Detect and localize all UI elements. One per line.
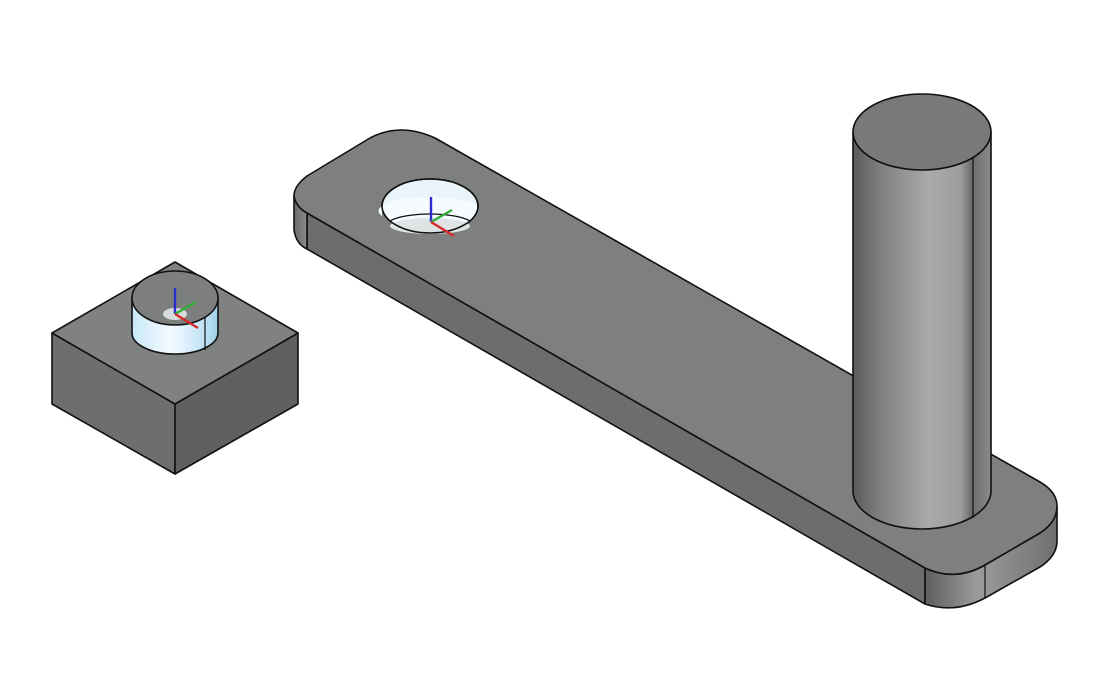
block-hole-axis-icon — [173, 288, 199, 330]
block-with-pin-hole[interactable] — [51, 261, 299, 475]
crank-shaft-cylinder[interactable] — [852, 93, 992, 530]
shaft-side-face[interactable] — [853, 132, 991, 529]
arm-hole-axis-icon — [429, 197, 455, 238]
shaft-top-face[interactable] — [852, 93, 992, 171]
